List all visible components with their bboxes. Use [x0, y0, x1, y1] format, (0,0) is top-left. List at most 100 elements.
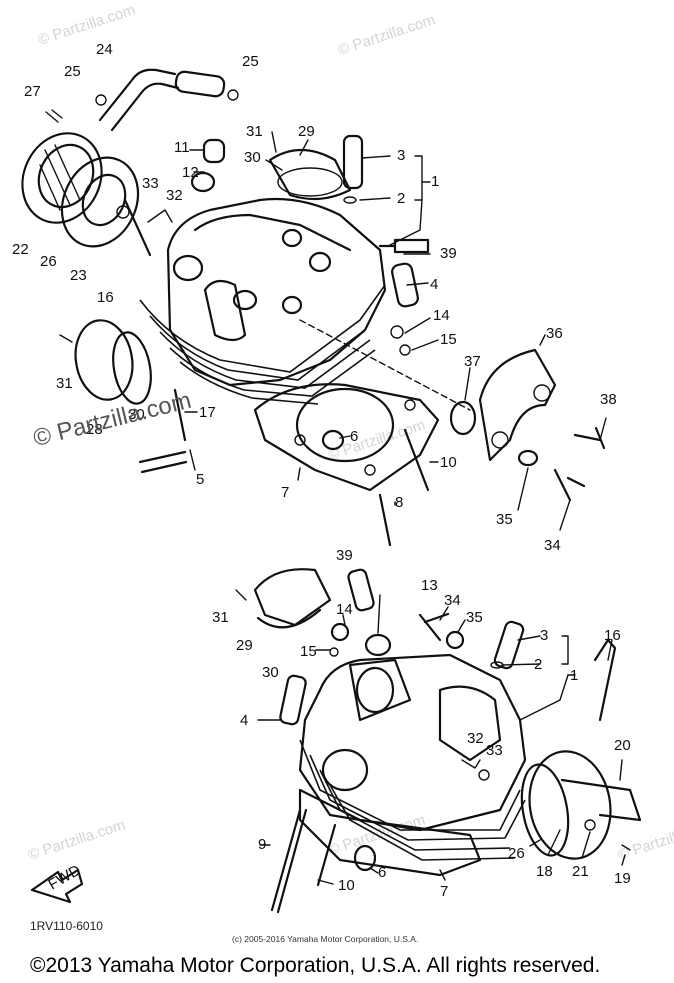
- gasket-bore: [295, 387, 395, 463]
- callout: 39: [440, 245, 457, 262]
- intake-port-b: [348, 658, 412, 722]
- callout: 3: [540, 627, 548, 644]
- washer-15b: [329, 647, 339, 657]
- callout: 35: [466, 609, 483, 626]
- callout: 2: [397, 190, 405, 207]
- callout: 36: [546, 325, 563, 342]
- callout: 7: [440, 883, 448, 900]
- callout: 21: [572, 863, 589, 880]
- callout: 37: [464, 353, 481, 370]
- tappet-cover-29b: [253, 568, 332, 627]
- callout: 34: [444, 592, 461, 609]
- watermark-text: © Partzilla.com: [26, 816, 127, 863]
- callout: 6: [350, 428, 358, 445]
- adjuster-3: [342, 134, 364, 190]
- callout: 4: [240, 712, 248, 729]
- callout: 18: [536, 863, 553, 880]
- nut-14b: [330, 622, 350, 642]
- bolt-34: [553, 468, 586, 502]
- callout: 29: [298, 123, 315, 140]
- callout: 31: [246, 123, 263, 140]
- dowel-6b: [353, 844, 377, 872]
- callout: 3: [397, 147, 405, 164]
- callout: 39: [336, 547, 353, 564]
- callout: 32: [467, 730, 484, 747]
- callout: 28: [86, 421, 103, 438]
- breather-hose-24: [98, 68, 177, 122]
- bracket-32: [147, 209, 173, 223]
- tappet-cover-4: [391, 262, 419, 308]
- upper-head-assembly: [21, 68, 606, 547]
- side-cover-18: [528, 750, 612, 860]
- bolt-33b: [478, 769, 490, 781]
- callout: 34: [544, 537, 561, 554]
- callout: 24: [96, 41, 113, 58]
- stud-8: [378, 493, 392, 547]
- head-gasket-7b: [298, 788, 482, 877]
- pipe-17: [173, 388, 187, 442]
- bolt-16b: [593, 638, 617, 722]
- callout: 38: [600, 391, 617, 408]
- callout: 22: [12, 241, 29, 258]
- intake-port: [203, 279, 247, 342]
- washer-35: [517, 449, 539, 467]
- callout: 26: [508, 845, 525, 862]
- callout: 23: [70, 267, 87, 284]
- o-ring-30: [112, 331, 152, 405]
- callout: 17: [199, 404, 216, 421]
- callout: 16: [97, 289, 114, 306]
- callout: 26: [40, 253, 57, 270]
- gasket-26b: [520, 763, 570, 857]
- spark-plug-39: [378, 238, 430, 254]
- callout: 16: [604, 627, 621, 644]
- stud-10: [403, 428, 430, 492]
- bolt-38: [573, 426, 606, 450]
- fwd-label: FWD: [46, 862, 84, 894]
- washer-35b: [445, 630, 465, 650]
- tappet-cover-29: [268, 149, 352, 201]
- tappet-cover-4b: [279, 674, 307, 726]
- callout: 1: [570, 667, 578, 684]
- diagram-code: 1RV110-6010: [30, 919, 103, 933]
- callout: 14: [336, 601, 353, 618]
- washer-12: [190, 171, 216, 193]
- callout: 7: [281, 484, 289, 501]
- nut-14: [390, 325, 404, 339]
- bolt-16: [123, 198, 152, 257]
- callout: 31: [212, 609, 229, 626]
- o-ring-30c: [256, 608, 322, 629]
- callout: 25: [64, 63, 81, 80]
- spark-plug-39b: [347, 568, 375, 612]
- bracket-36: [478, 348, 557, 462]
- side-cover-28: [74, 319, 134, 401]
- watermark-text: © Partzilla.com: [326, 416, 427, 463]
- copyright-line: ©2013 Yamaha Motor Corporation, U.S.A. A…: [30, 954, 601, 977]
- callout: 1: [431, 173, 439, 190]
- callout: 10: [440, 454, 457, 471]
- o-ring-30b: [277, 167, 343, 197]
- bolt-31: [59, 334, 73, 343]
- cap-11: [202, 138, 226, 164]
- cam-hole-left: [172, 254, 204, 282]
- bolt-19: [621, 844, 631, 851]
- callout: 20: [614, 737, 631, 754]
- callout: 13: [421, 577, 438, 594]
- callout: 2: [534, 656, 542, 673]
- callout: 14: [433, 307, 450, 324]
- callout: 30: [262, 664, 279, 681]
- callout: 11: [174, 139, 190, 156]
- dowel-6: [321, 429, 345, 451]
- stud-9: [270, 808, 302, 912]
- callout: 8: [395, 494, 403, 511]
- callout-labels: 24 25 25 27 31 29 3 11 30 12 2 1 33 32 2…: [12, 41, 631, 900]
- bracket-32b: [461, 759, 481, 769]
- watermark-text: © Partzilla.com: [36, 1, 137, 48]
- callout: 19: [614, 870, 631, 887]
- bolt-31b: [271, 131, 277, 153]
- dowel-5: [138, 450, 188, 474]
- callout: 30: [128, 406, 145, 423]
- callout: 5: [196, 471, 204, 488]
- breather-pipe-24: [174, 70, 226, 98]
- callout: 10: [338, 877, 355, 894]
- callout: 6: [378, 864, 386, 881]
